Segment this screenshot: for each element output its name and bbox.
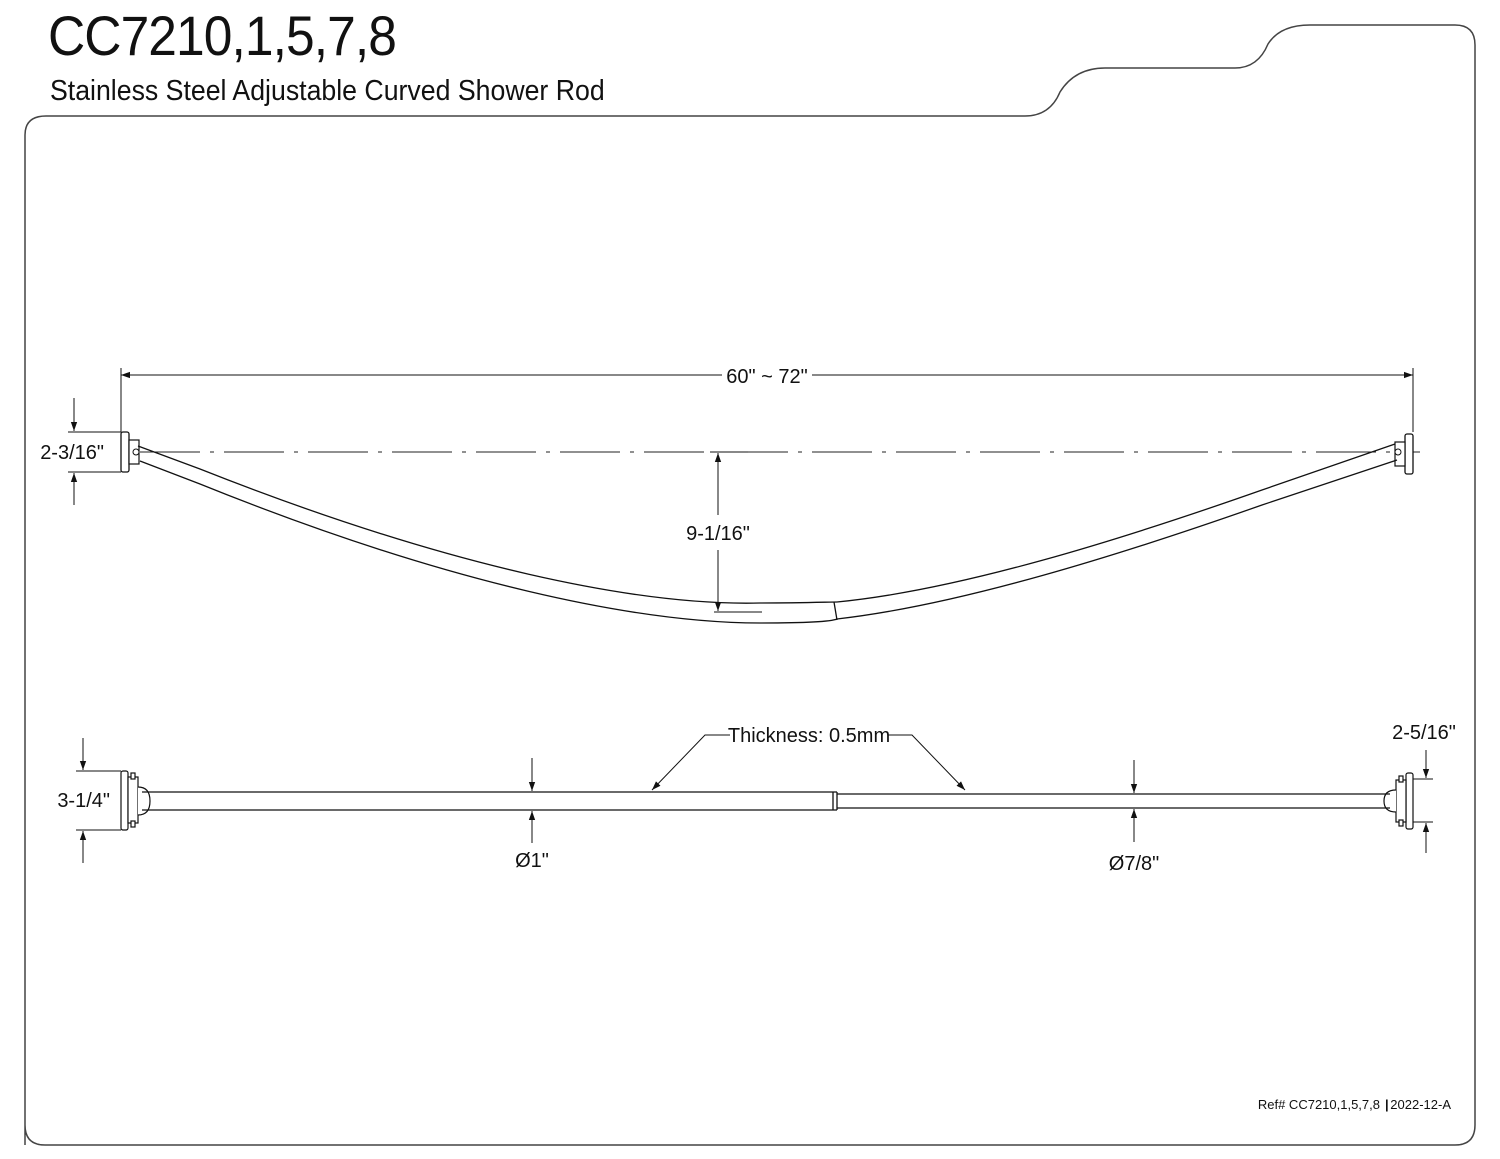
large-tube xyxy=(142,791,838,811)
thickness-label: Thickness: 0.5mm xyxy=(728,725,890,747)
footer-reference: Ref# CC7210,1,5,7,8 | 2022-12-A xyxy=(1258,1097,1451,1112)
flange-width-label: 2-3/16" xyxy=(40,442,104,464)
reference-number: Ref# CC7210,1,5,7,8 xyxy=(1258,1097,1380,1112)
drawing-subtitle: Stainless Steel Adjustable Curved Shower… xyxy=(50,75,605,107)
small-tube-diameter-label: Ø7/8" xyxy=(1109,853,1159,875)
sheet-border xyxy=(24,24,1476,1146)
left-flange-side xyxy=(120,770,151,831)
large-tube-diameter-label: Ø1" xyxy=(515,850,549,872)
thickness-leader-left xyxy=(651,734,730,791)
right-flange xyxy=(1394,433,1414,475)
left-flange-height-label: 3-1/4" xyxy=(57,790,110,812)
reference-separator: | xyxy=(1385,1097,1389,1112)
overall-length-label: 60" ~ 72" xyxy=(726,366,807,388)
small-tube xyxy=(837,793,1390,809)
curved-rod xyxy=(137,443,1398,624)
thickness-leader-right xyxy=(888,734,966,791)
left-flange xyxy=(120,431,140,473)
revision: 2022-12-A xyxy=(1390,1097,1451,1112)
drawing-title: CC7210,1,5,7,8 xyxy=(48,4,397,67)
right-flange-height-label: 2-5/16" xyxy=(1392,722,1456,744)
right-flange-side xyxy=(1383,772,1414,830)
top-view: 60" ~ 72" 2-3/16" xyxy=(40,366,1420,624)
curve-depth-label: 9-1/16" xyxy=(686,523,750,545)
side-view: 3-1/4" 2-5/16" Ø1" Ø7/8" Thickness: 0.5m… xyxy=(57,722,1456,875)
